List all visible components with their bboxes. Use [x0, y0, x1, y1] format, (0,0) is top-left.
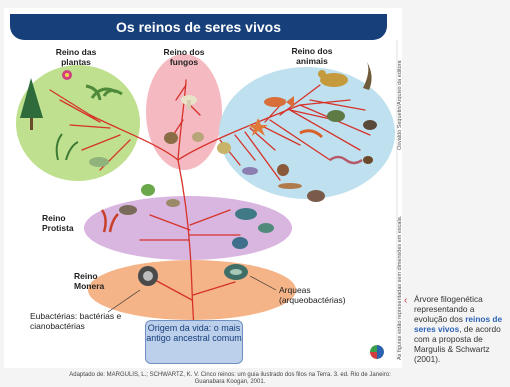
snail-icon: [277, 164, 289, 176]
caption-highlight: reinos de seres vivos: [414, 314, 503, 334]
figure-caption: Árvore filogenética representando a evol…: [414, 294, 509, 364]
caption-text-before: Árvore filogenética representando a evol…: [414, 294, 483, 324]
shrimp-icon: [299, 129, 324, 139]
publisher-badge: [370, 345, 384, 359]
green-alga-icon: [141, 184, 155, 196]
flatworm-icon: [278, 183, 302, 189]
fungus-icon: [192, 132, 204, 142]
label-archaea: Arqueas (arqueobactérias): [279, 285, 346, 305]
fungus-icon: [164, 132, 178, 144]
diatom-icon: [232, 237, 248, 249]
fish-icon: [264, 96, 294, 108]
sponge-icon: [217, 142, 231, 154]
alga-icon: [100, 209, 119, 233]
worm-icon: [329, 155, 363, 165]
pointer-lines: [107, 275, 277, 313]
turtle-icon: [327, 110, 345, 122]
archaea-icon: [224, 264, 248, 280]
moss-icon: [89, 157, 109, 167]
insect-icon: [363, 156, 373, 164]
protist-icon: [119, 205, 137, 215]
animals-blob: [219, 67, 395, 199]
starfish-icon: [248, 118, 268, 136]
label-protista: Reino Protista: [42, 213, 74, 233]
caption-text-after: , de acordo com a proposta de Margulis &…: [414, 324, 501, 364]
flower-icon: [62, 70, 72, 80]
side-credit-top: Osvaldo Sequetin/Arquivo da editora: [397, 60, 403, 150]
coral-icon: [307, 190, 325, 202]
pointer-arrow-icon: ‹: [404, 295, 408, 306]
source-credit: Adaptado de: MARGULIS, L.; SCHWARTZ, K. …: [69, 372, 391, 385]
protist-icon: [166, 199, 180, 207]
jellyfish-icon: [242, 167, 258, 175]
tree-icon: [20, 78, 43, 130]
diatom-icon: [235, 208, 257, 220]
label-animals: Reino dos animais: [291, 46, 333, 66]
bacteria-icon: [138, 266, 158, 286]
fungi-blob: [146, 54, 222, 170]
origin-box: Origem da vida: o mais antigo ancestral …: [145, 320, 243, 364]
mushroom-icon: [181, 95, 197, 109]
plants-blob: [16, 65, 140, 181]
crab-icon: [363, 120, 377, 130]
diatom-icon: [258, 223, 274, 233]
side-credit-bottom: As figuras estão representadas sem dimen…: [397, 215, 403, 360]
label-monera: Reino Monera: [74, 271, 105, 291]
bird-icon: [363, 62, 372, 90]
fern-icon: [55, 133, 79, 161]
diagram-title: Os reinos de seres vivos: [10, 14, 387, 40]
palm-icon: [85, 84, 123, 101]
label-plants: Reino das plantas: [55, 47, 97, 67]
label-eubacteria: Eubactérias: bactérias e cianobactérias: [30, 311, 122, 331]
cat-icon: [318, 70, 348, 87]
label-fungi: Reino dos fungos: [163, 47, 205, 67]
